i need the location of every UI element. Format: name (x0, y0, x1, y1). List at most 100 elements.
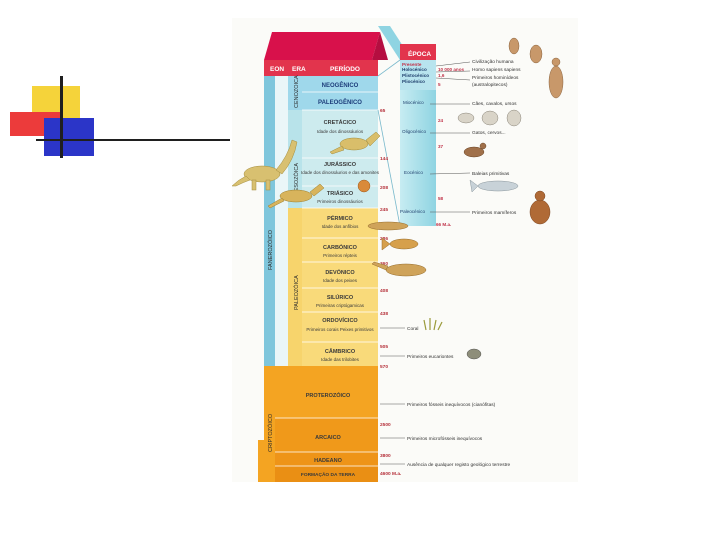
era-label-cenozoic: CENOZOICA (294, 75, 300, 108)
header-top-face (264, 32, 380, 60)
header-epoch: ÉPOCA (408, 49, 431, 58)
age-505: 505 (380, 344, 388, 350)
epoch-58: 58 (438, 196, 444, 201)
epoch-connector-bottom (377, 109, 401, 227)
event-first-eukaryotes: Primeiros eucariontes (407, 354, 454, 360)
eon-label-phanerozoic: FANEROZÓICO (267, 229, 274, 270)
label-hadean: HADEANO (314, 458, 343, 464)
header-period: PERÍODO (330, 64, 360, 73)
event-first-hominids: Primeiros hominídeos (472, 75, 519, 81)
coral-illustration (423, 318, 443, 331)
period-ordovician-block (302, 312, 378, 342)
period-label-cambrian: CÂMBRICO (325, 348, 356, 355)
epoch-labels: Presente Holocénico 10 000 anos Plistocé… (400, 62, 464, 227)
epoch-oligocene: Oligocénico (402, 129, 426, 134)
period-carboniferous-block (302, 238, 378, 262)
epoch-37: 37 (438, 144, 444, 149)
era-mesozoic-block (288, 110, 302, 208)
epoch-miocene: Miocénico (403, 100, 424, 105)
age-245: 245 (380, 207, 388, 213)
age-286: 286 (380, 236, 388, 242)
period-label-cretaceous: CRETÁCICO (324, 119, 357, 126)
period-note-cambrian: Idade das trilobites (321, 357, 360, 362)
horse-dog-bear-illustrations (457, 109, 522, 127)
period-note-carboniferous: Primeiros répteis (323, 253, 358, 258)
period-label-permian: PÉRMICO (327, 214, 353, 222)
age-360: 360 (380, 261, 388, 267)
epoch-paleocene: Paleocénico (400, 209, 425, 214)
slide-accent-horizontal-line (36, 139, 230, 141)
reptile-illustration (371, 261, 427, 277)
epoch-eocene: Eocénico (404, 170, 423, 175)
whale-illustration (469, 179, 519, 193)
header-side-face (372, 32, 388, 60)
epoch-1-6: 1,6 (438, 73, 445, 78)
label-archean: ARCAICO (315, 435, 341, 441)
header-eon: EON (270, 66, 284, 73)
slide-accent-vertical-line (60, 76, 63, 158)
age-570: 570 (380, 364, 388, 370)
eon-label-cryptozoic: CRIPTOZÓICO (267, 413, 274, 452)
age-438: 438 (380, 311, 388, 317)
period-label-silurian: SILÚRICO (327, 294, 354, 301)
age-markers: 65 144 208 245 286 360 408 438 505 570 2… (380, 108, 401, 477)
age-408: 408 (380, 288, 388, 294)
earth-formation-block (275, 466, 378, 482)
archean-block (275, 418, 378, 452)
epoch-pleistocene: Plistocénico (402, 73, 429, 78)
precambrian-labels: PROTEROZÓICO ARCAICO HADEANO FORMAÇÃO DA… (301, 391, 356, 478)
period-note-silurian: Primeiras criptógamicas (316, 303, 365, 308)
event-leader-lines (380, 61, 471, 465)
event-australopithecus: (australopitecos) (472, 82, 508, 88)
event-dogs-horses-bears: Cães, cavalos, ursos (472, 101, 517, 107)
era-paleozoic-block (288, 208, 302, 366)
age-144: 144 (380, 156, 388, 162)
period-paleogene-block (302, 92, 378, 110)
period-silurian-block (302, 288, 378, 312)
period-label-carboniferous: CARBÓNICO (323, 243, 358, 251)
hadean-block (275, 452, 378, 466)
age-2500: 2500 (380, 422, 391, 428)
fish-illustration (381, 237, 419, 251)
epoch-66: 66 M.a. (436, 222, 451, 227)
epoch-recent-block (400, 60, 436, 90)
dinosaur-cretaceous-illustration (329, 131, 381, 155)
age-208: 208 (380, 185, 388, 191)
header-row (264, 60, 378, 76)
slide-accent-blue-square (44, 118, 94, 156)
age-3800: 3800 (380, 453, 391, 459)
period-note-cretaceous: Idade dos dinossáurios (317, 129, 364, 134)
age-65: 65 (380, 108, 386, 114)
event-coral: Coral (407, 326, 418, 332)
period-label-triassic: TRIÁSICO (327, 190, 354, 197)
header-era: ERA (292, 66, 306, 73)
age-4600: 4600 M.a. (380, 471, 401, 477)
period-note-ordovician: Primeiros corais Peixes primitivos (306, 327, 374, 332)
period-label-devonian: DEVÓNICO (325, 268, 355, 276)
period-note-jurassic: Idade dos dinossáurios e das amonites (301, 170, 380, 175)
header-epoch-cell (400, 44, 436, 60)
event-human-civilization: Civilização humana (472, 59, 514, 65)
epoch-pliocene: Pliocénico (402, 79, 425, 84)
amphibian-illustration (367, 221, 409, 231)
period-labels: CRETÁCICO Idade dos dinossáurios JURÁSSI… (301, 119, 380, 362)
period-dividers (275, 91, 378, 467)
epoch-24: 24 (438, 118, 444, 123)
cat-illustration (463, 142, 487, 158)
epoch-5: 5 (438, 82, 441, 87)
period-note-permian: Idade dos anfíbios (322, 224, 360, 229)
dinosaur-small-illustration (267, 183, 325, 209)
period-label-ordovician: ORDOVÍCICO (322, 316, 358, 324)
event-first-mammals: Primeiros mamíferos (472, 210, 517, 216)
era-cenozoic-block (288, 76, 302, 110)
epoch-10000-years: 10 000 anos (438, 67, 464, 72)
eon-column-phanerozoic (264, 60, 275, 366)
period-devonian-block (302, 262, 378, 288)
period-label-neogene: NEOGÊNICO (322, 81, 359, 89)
period-neogene-block (302, 76, 378, 92)
hominid-illustrations (508, 37, 564, 99)
event-primitive-whales: Baleias primitivas (472, 171, 510, 177)
event-cats-deer: Gatos, cervos... (472, 130, 506, 136)
trilobite-illustration (466, 348, 482, 360)
